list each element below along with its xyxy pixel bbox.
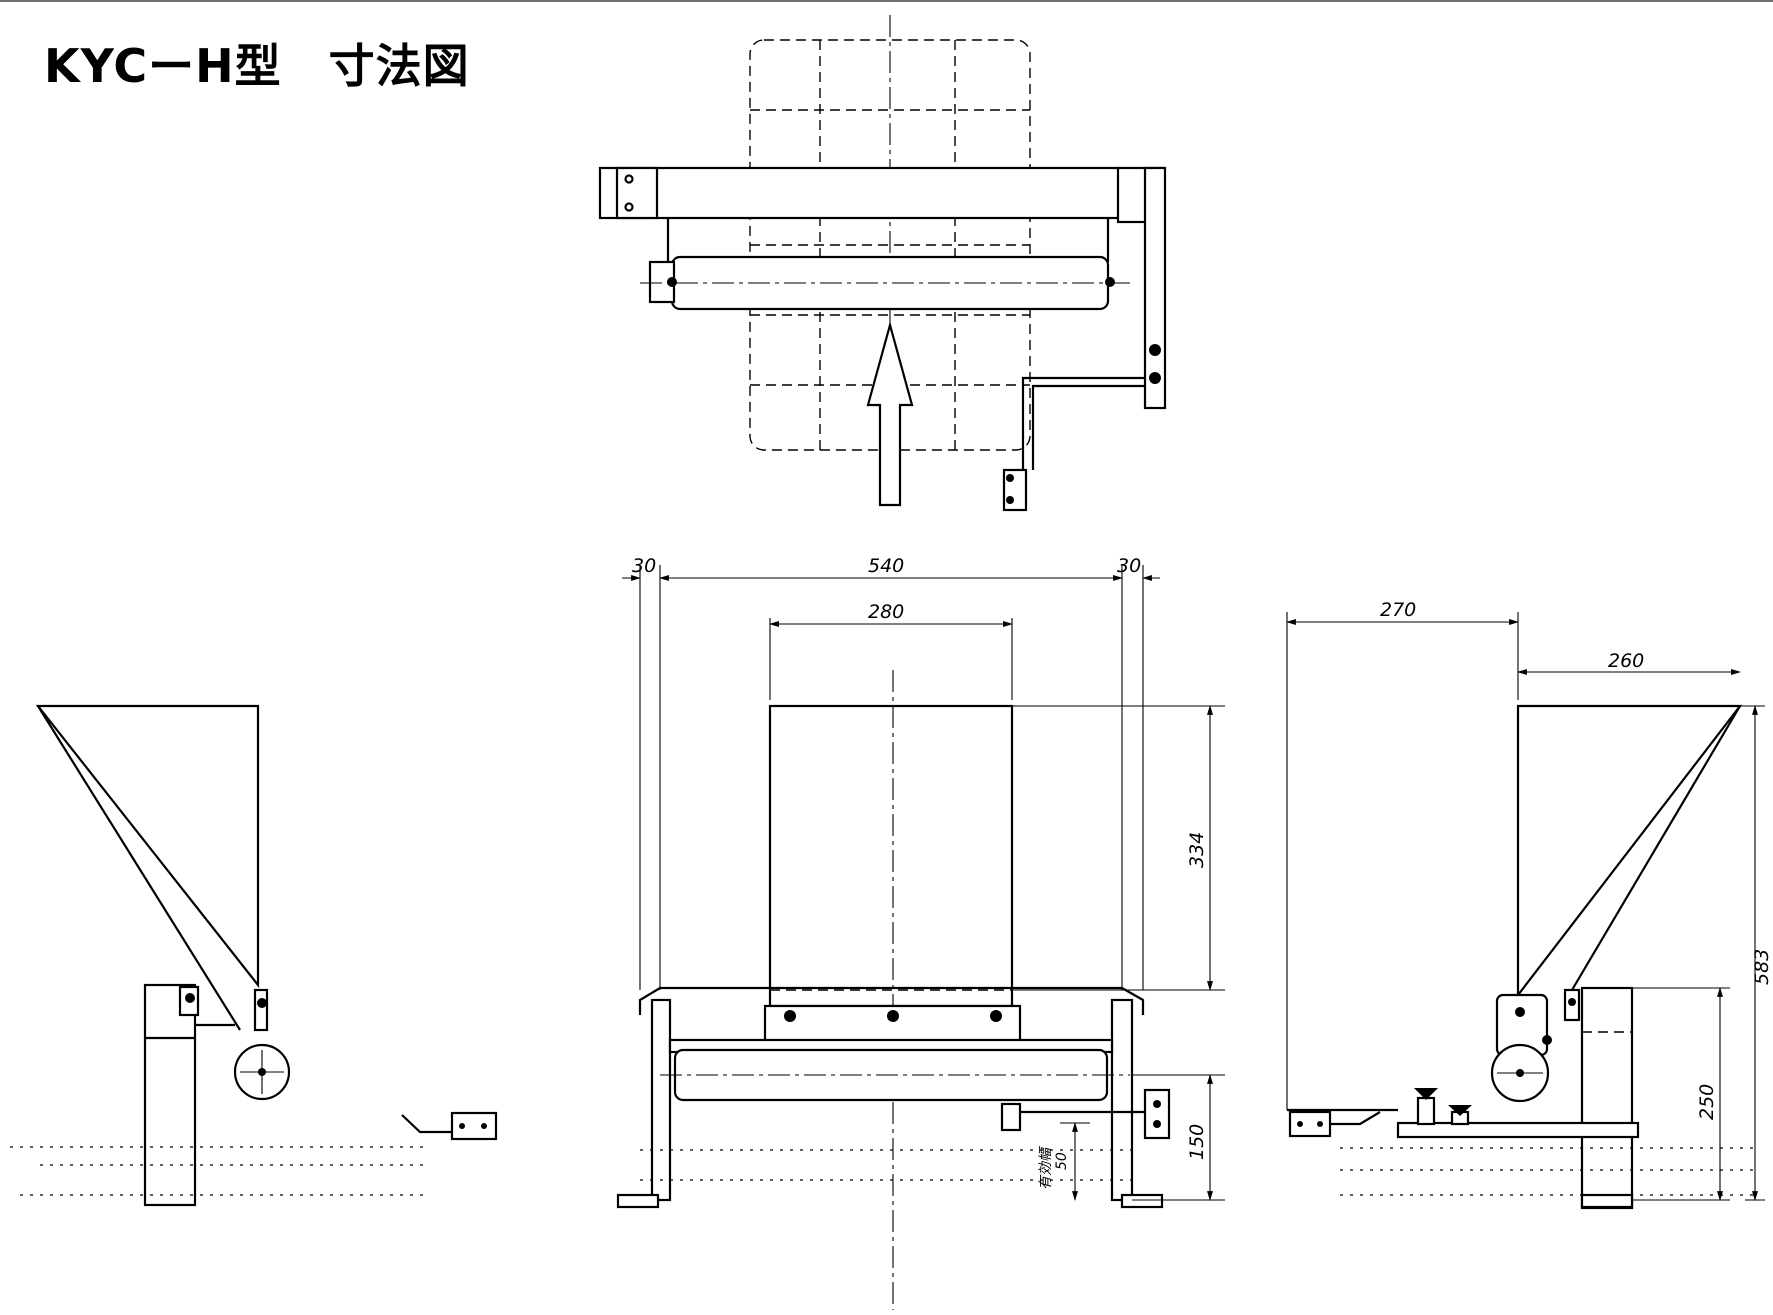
right-base-plate: [1396, 1121, 1640, 1139]
left-switch: [450, 1111, 498, 1141]
top-frame-bar: [598, 166, 1122, 220]
front-view: [616, 565, 1225, 1310]
right-foot: [1580, 1193, 1634, 1209]
chute-front: [768, 704, 1014, 1008]
left-leg: [143, 983, 197, 1207]
top-view: [598, 15, 1167, 512]
top-rule: [0, 0, 1773, 2]
effective-width-value: 50: [1054, 1152, 1070, 1170]
hopper-left: [35, 704, 260, 989]
dim-280: 280: [868, 601, 904, 623]
dim-540: 540: [868, 555, 904, 577]
dim-250: 250: [1696, 1084, 1718, 1120]
left-side-view: [10, 704, 498, 1207]
front-leg-left: [650, 998, 672, 1202]
hopper-right: [1516, 704, 1743, 999]
right-switch: [1288, 1110, 1332, 1138]
drawing-title: KYCーH型 寸法図: [44, 39, 470, 93]
flow-arrow: [866, 320, 914, 507]
front-switch: [1143, 1088, 1171, 1140]
right-post: [1580, 986, 1634, 1210]
left-bracket: [615, 166, 659, 220]
dim-30-right: 30: [1117, 555, 1141, 577]
dim-150: 150: [1186, 1124, 1208, 1160]
front-leg-right: [1110, 998, 1134, 1202]
front-foot-right: [1120, 1193, 1164, 1209]
right-side-view: [1286, 612, 1765, 1210]
dim-270: 270: [1380, 599, 1416, 621]
effective-width-label: 有効幅: [1038, 1145, 1054, 1190]
dim-30-left: 30: [632, 555, 656, 577]
front-foot-left: [616, 1193, 660, 1209]
dim-583: 583: [1751, 949, 1773, 985]
dim-334: 334: [1186, 832, 1208, 868]
dim-260: 260: [1608, 650, 1644, 672]
